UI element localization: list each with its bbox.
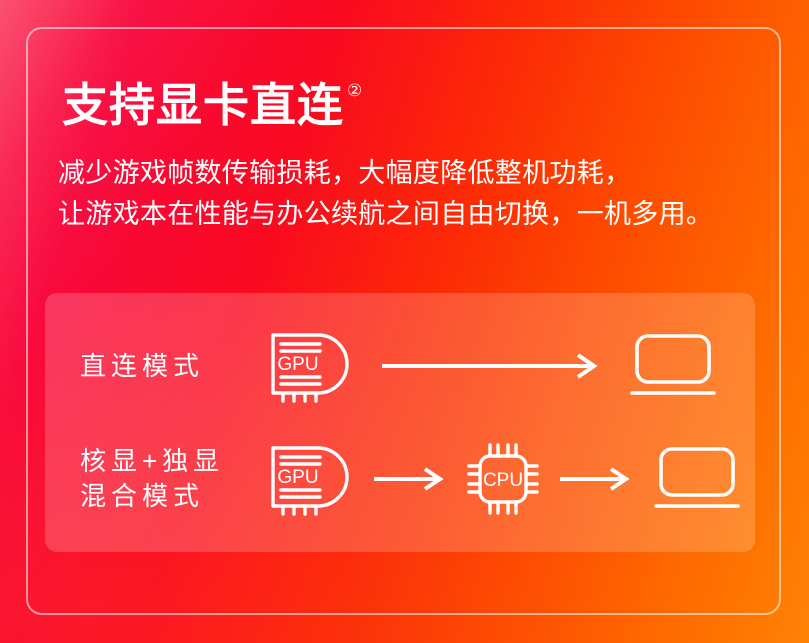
laptop-icon [654, 446, 740, 512]
diagram-row-direct-label: 直连模式 [45, 349, 270, 384]
diagram-row-hybrid: 核显+独显 混合模式 [45, 423, 755, 535]
diagram-card: 直连模式 [45, 293, 755, 552]
gpu-icon: GPU [270, 330, 352, 403]
gpu-icon-label: GPU [277, 354, 318, 375]
diagram-row-hybrid-label: 核显+独显 混合模式 [45, 444, 270, 514]
subtitle: 减少游戏帧数传输损耗，大幅度降低整机功耗， 让游戏本在性能与办公续航之间自由切换… [58, 153, 778, 235]
arrow-cpu-to-laptop-icon [560, 467, 632, 491]
page-title: 支持显卡直连 ② [62, 78, 362, 132]
subtitle-line-1: 减少游戏帧数传输损耗，大幅度降低整机功耗， [58, 158, 632, 188]
diagram-row-direct: 直连模式 [45, 311, 755, 421]
gpu-icon-label: GPU [277, 467, 318, 488]
cpu-icon-label: CPU [483, 470, 523, 491]
cpu-icon: CPU [464, 440, 542, 518]
subtitle-line-2: 让游戏本在性能与办公续航之间自由切换，一机多用。 [58, 199, 714, 229]
laptop-icon [630, 333, 716, 399]
arrow-gpu-to-laptop-icon [382, 353, 600, 379]
footnote-marker: ② [347, 81, 363, 100]
arrow-gpu-to-cpu-icon [374, 467, 446, 491]
diagram-row-hybrid-label-line-2: 混合模式 [80, 481, 205, 511]
diagram-row-hybrid-flow: GPU [270, 423, 755, 535]
diagram-row-direct-flow: GPU [270, 311, 755, 421]
diagram-row-direct-label-line-1: 直连模式 [80, 350, 205, 381]
gpu-icon: GPU [270, 443, 352, 516]
diagram-row-hybrid-label-line-1: 核显+独显 [80, 446, 225, 476]
page-title-text: 支持显卡直连 [62, 79, 344, 131]
